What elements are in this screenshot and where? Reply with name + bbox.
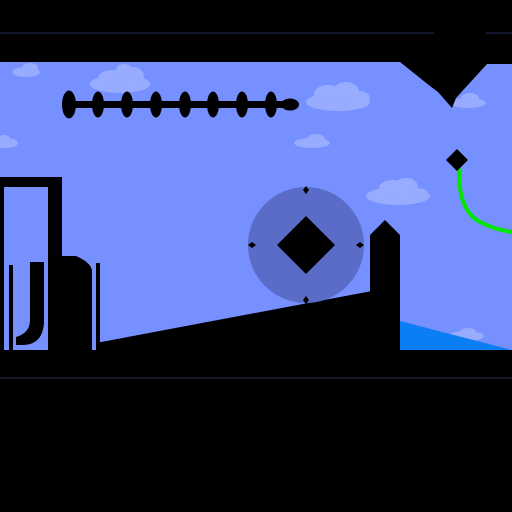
clouds	[0, 63, 486, 341]
tower-gaps	[4, 187, 48, 345]
rod-knob	[236, 91, 248, 118]
cloud	[0, 135, 18, 148]
cloud	[306, 82, 370, 111]
cloud	[366, 178, 430, 205]
orb-core-diamond	[277, 216, 335, 274]
rod-knob	[121, 91, 133, 118]
ceiling-spike	[400, 62, 512, 108]
diamond-player	[446, 149, 468, 171]
rod-knob	[62, 90, 76, 119]
ceiling-spike-tip	[430, 30, 488, 50]
ground	[0, 350, 512, 512]
orb-node	[356, 242, 364, 248]
rod-tip	[281, 98, 299, 111]
green-trail	[456, 168, 512, 234]
rotating-orb	[248, 186, 364, 304]
sloped-ramp	[96, 291, 372, 350]
rod-knob	[265, 91, 277, 118]
right-pillar	[370, 220, 400, 350]
cloud	[450, 93, 486, 108]
top-bar	[0, 0, 512, 62]
orb-node	[248, 242, 256, 248]
rod-knob	[207, 91, 219, 118]
cloud	[294, 134, 330, 148]
cloud	[12, 63, 40, 77]
orb-node	[303, 186, 309, 194]
rod-knob	[92, 91, 104, 118]
orb-node	[303, 296, 309, 304]
rod-knob	[179, 91, 191, 118]
spiked-rod	[62, 90, 299, 119]
cloud	[90, 64, 150, 93]
rod-knob	[150, 91, 162, 118]
water-pool	[400, 321, 512, 350]
